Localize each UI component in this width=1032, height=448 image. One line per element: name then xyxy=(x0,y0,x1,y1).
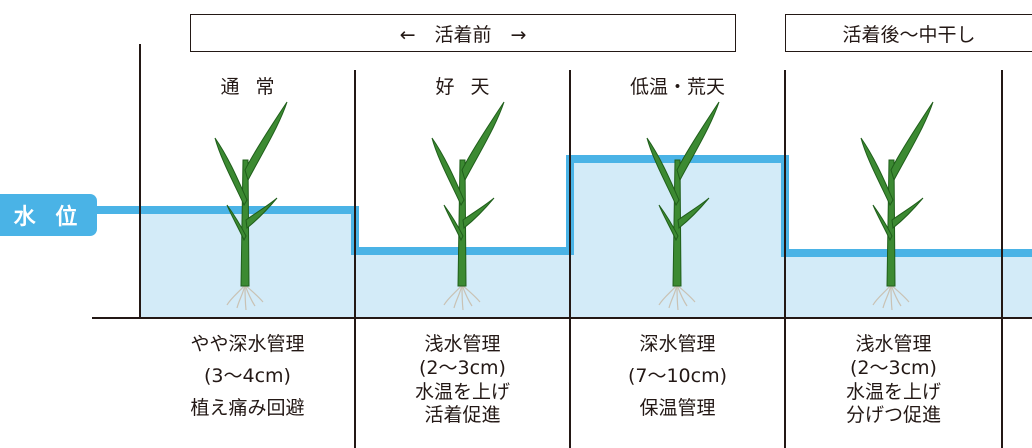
description-line: 保温管理 xyxy=(639,396,716,419)
description-line: 浅水管理 xyxy=(855,333,932,355)
description-line: 活着促進 xyxy=(424,404,501,427)
water-level-label-text: 水 位 xyxy=(13,205,84,230)
header-pre-rooting-label: ← 活着前 → xyxy=(399,23,527,46)
description-line: (2〜3cm) xyxy=(419,356,506,379)
rice-seedling-icon xyxy=(214,101,288,311)
description-line: 浅水管理 xyxy=(424,333,501,355)
condition-label-2: 好天 xyxy=(356,72,569,99)
plants xyxy=(214,101,934,311)
condition-text: 好天 xyxy=(435,76,506,98)
header-pre-rooting: ← 活着前 → xyxy=(190,14,736,52)
water-fills xyxy=(140,159,1032,318)
description-line: 水温を上げ xyxy=(414,380,510,403)
water-level-label: 水 位 xyxy=(0,194,97,236)
management-description-1: やや深水管理 (3〜4cm) 植え痛み回避 xyxy=(141,333,354,428)
header-post-rooting-label: 活着後〜中干し xyxy=(842,23,976,46)
description-line: 深水管理 xyxy=(639,333,716,355)
grid-lines xyxy=(92,44,1032,448)
header-post-rooting: 活着後〜中干し xyxy=(785,14,1032,52)
management-description-3: 深水管理 (7〜10cm) 保温管理 xyxy=(571,333,784,428)
management-description-2: 浅水管理(2〜3cm)水温を上げ活着促進 xyxy=(356,333,569,428)
description-line: 分げつ促進 xyxy=(845,404,941,427)
rice-seedling-icon xyxy=(860,101,934,311)
condition-label-3: 低温・荒天 xyxy=(571,72,784,99)
description-line: (7〜10cm) xyxy=(627,364,728,387)
description-line: (3〜4cm) xyxy=(204,364,291,387)
water-fill-4 xyxy=(785,253,1032,318)
condition-label-1: 通常 xyxy=(141,72,354,99)
description-line: 水温を上げ xyxy=(845,380,941,403)
management-description-4: 浅水管理(2〜3cm)水温を上げ分げつ促進 xyxy=(786,333,1001,428)
description-line: 植え痛み回避 xyxy=(190,396,305,419)
condition-text: 低温・荒天 xyxy=(629,76,725,98)
condition-text: 通常 xyxy=(220,76,291,98)
rice-seedling-icon xyxy=(431,101,505,311)
description-line: (2〜3cm) xyxy=(850,356,937,379)
description-line: やや深水管理 xyxy=(190,333,305,355)
rice-seedling-icon xyxy=(646,101,720,311)
